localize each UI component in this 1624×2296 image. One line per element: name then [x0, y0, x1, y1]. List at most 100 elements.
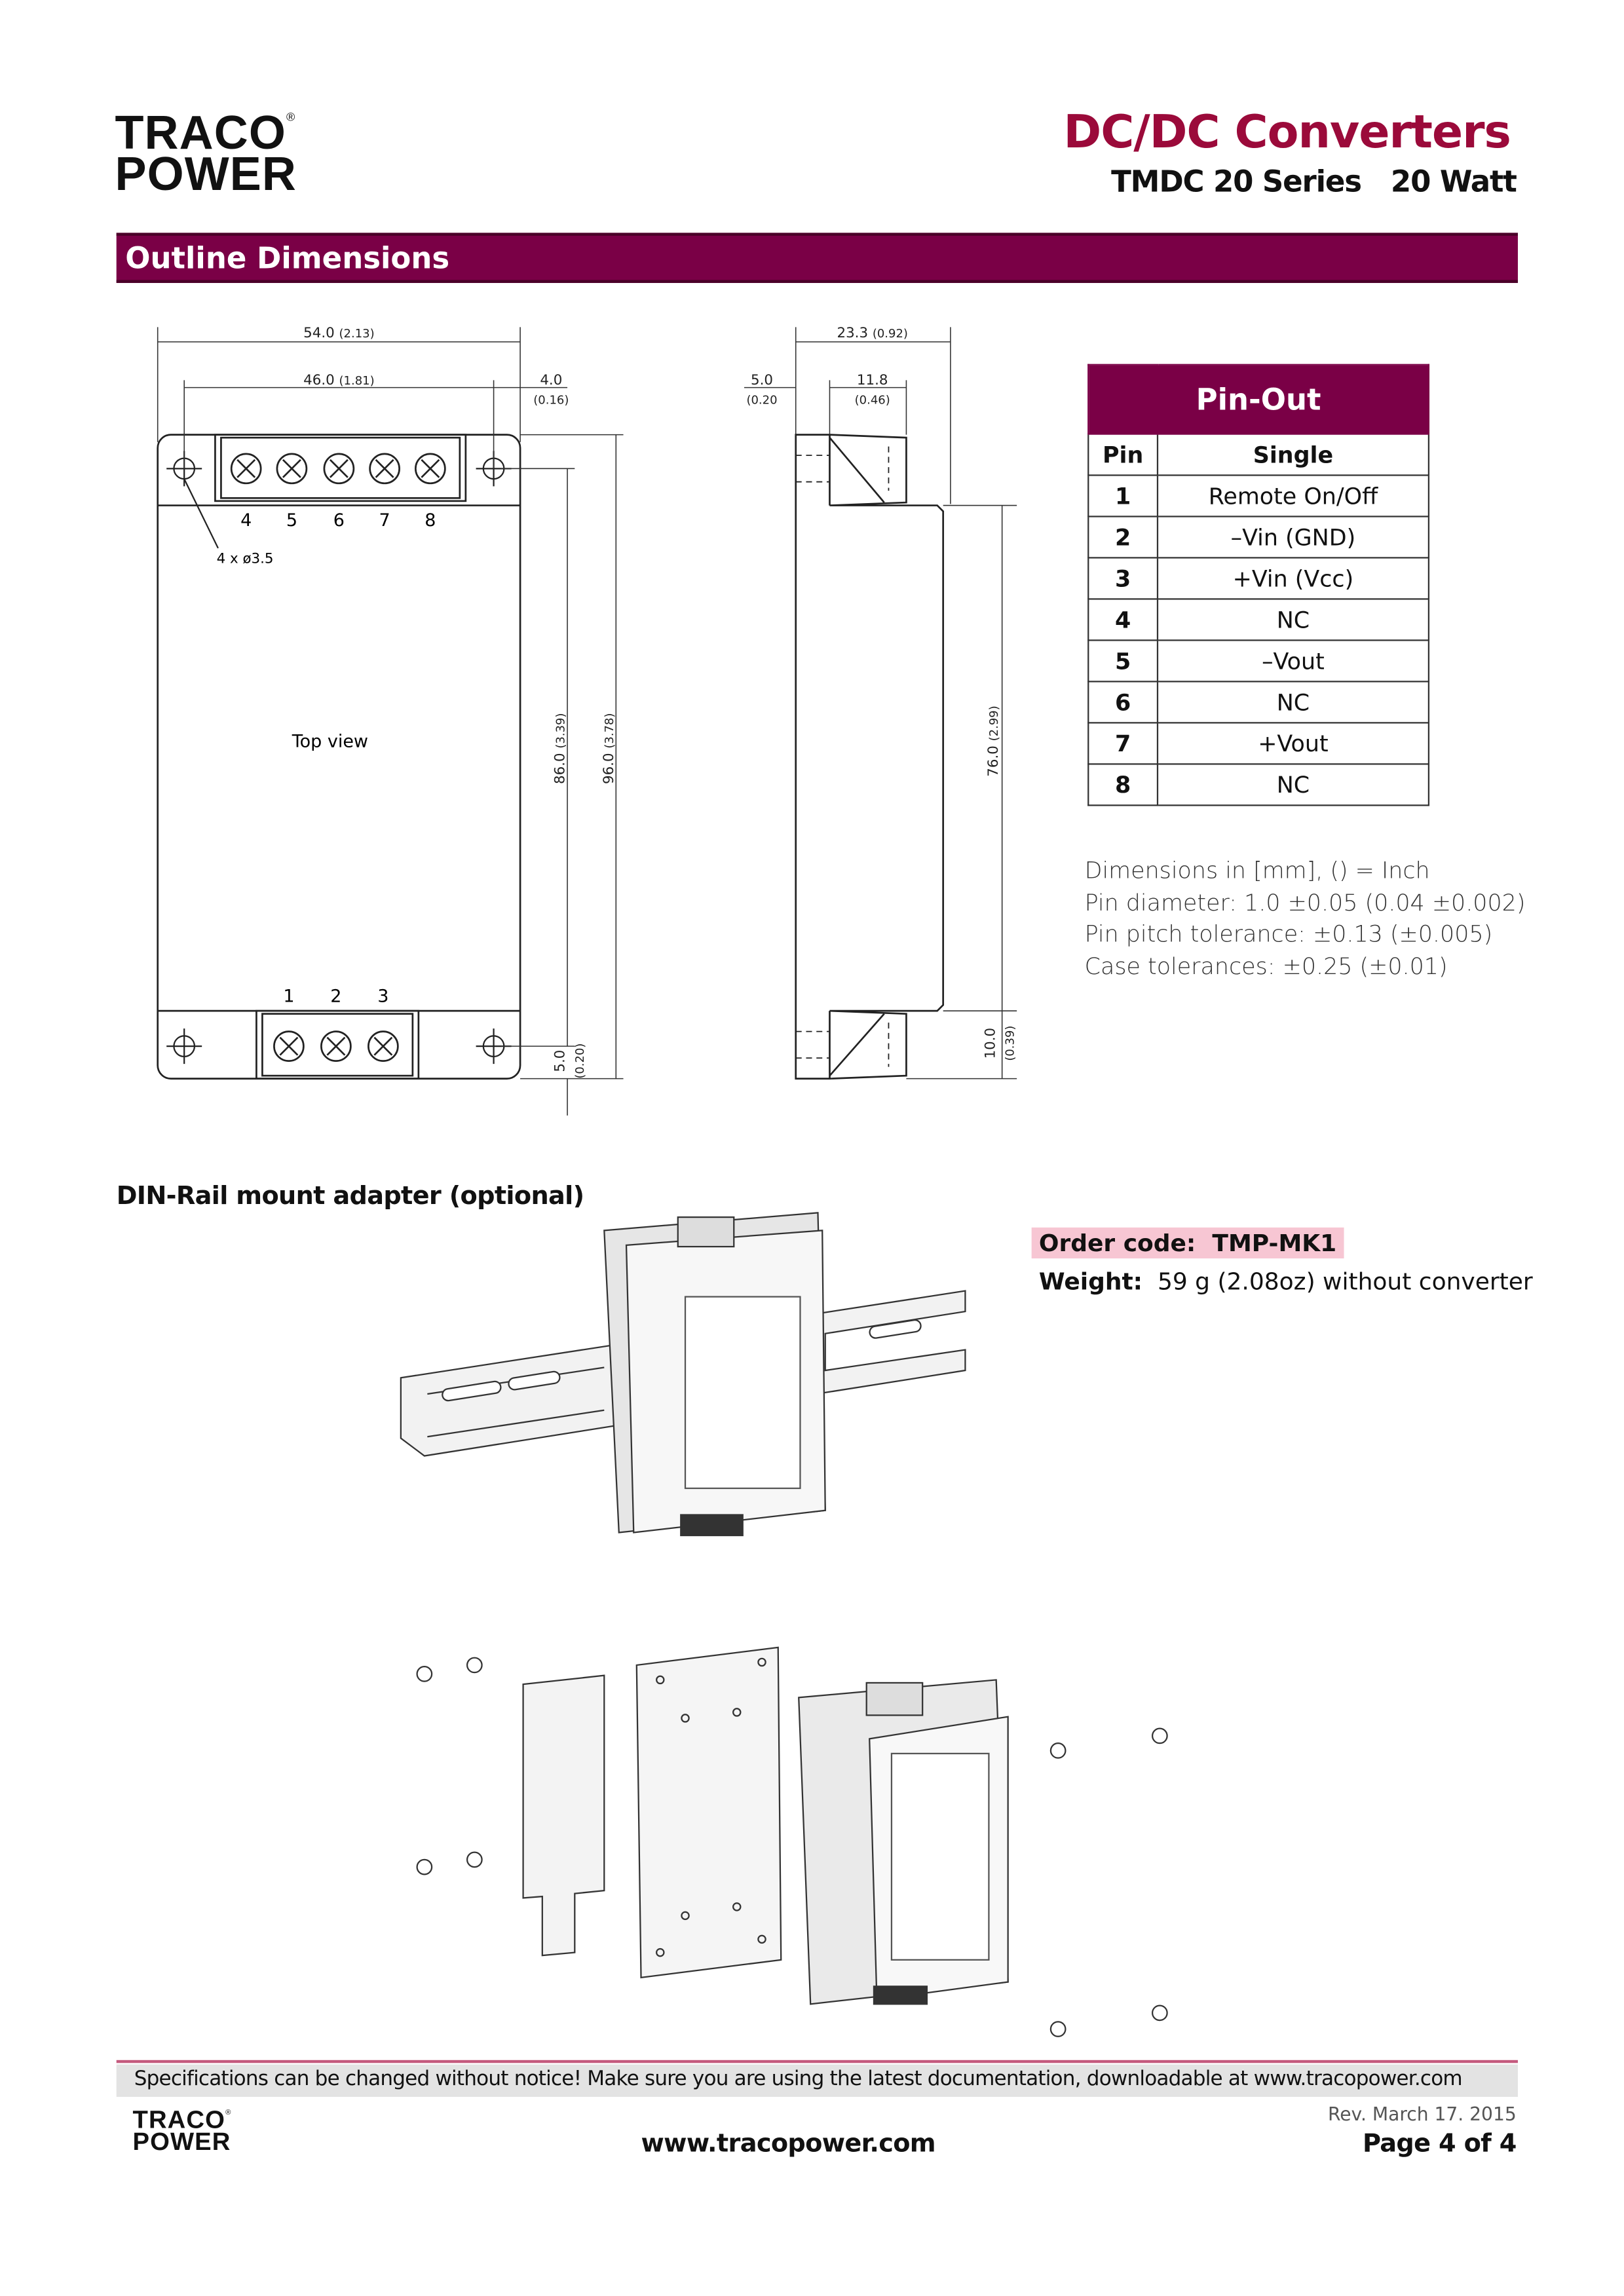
traco-power-logo: TRACO® POWER [115, 109, 297, 198]
pinout-title: Pin-Out [1087, 364, 1430, 435]
pin-function: +Vout [1156, 722, 1430, 765]
weight-label: Weight: [1038, 1267, 1143, 1296]
col-header-pin: Pin [1087, 433, 1159, 476]
pin-number: 3 [1087, 557, 1159, 600]
svg-text:54.0 (2.13): 54.0 (2.13) [303, 325, 374, 341]
case-top-view [157, 434, 521, 1080]
table-row: 5–Vout [1087, 639, 1430, 683]
footer-disclaimer: Specifications can be changed without no… [134, 2067, 1463, 2092]
svg-text:46.0 (1.81): 46.0 (1.81) [303, 372, 374, 388]
exploded-view [416, 1646, 1168, 2037]
pin-number: 7 [1087, 722, 1159, 765]
svg-text:(0.39): (0.39) [1004, 1026, 1017, 1061]
note-line: Pin diameter: 1.0 ±0.05 (0.04 ±0.002) [1084, 889, 1526, 916]
screw-icon [416, 1657, 483, 1875]
pin-number: 5 [1087, 639, 1159, 683]
page-number: Page 4 of 4 [1362, 2129, 1517, 2159]
footer-divider [116, 2060, 1518, 2063]
screw-icon [368, 1030, 399, 1062]
terminal-block-bottom [255, 1009, 420, 1080]
pin-number: 4 [1087, 598, 1159, 641]
terminal-block-top [214, 434, 467, 502]
screw-icon [320, 1030, 352, 1062]
svg-text:76.0 (2.99): 76.0 (2.99) [985, 706, 1002, 776]
revision-date: Rev. March 17. 2015 [1327, 2103, 1517, 2125]
weight-value: 59 g (2.08oz) without converter [1157, 1267, 1533, 1296]
dimension-notes: Dimensions in [mm], () = Inch Pin diamet… [1085, 856, 1526, 983]
din-rail-heading: DIN-Rail mount adapter (optional) [116, 1182, 584, 1212]
svg-text:4: 4 [240, 510, 252, 531]
page-title: DC/DC Converters [1063, 105, 1511, 159]
note-line: Dimensions in [mm], () = Inch [1084, 857, 1430, 884]
logo-line2: POWER [132, 2128, 231, 2156]
svg-text:5.0: 5.0 [552, 1050, 569, 1072]
screw-terminals [230, 453, 446, 1062]
svg-text:4.0: 4.0 [540, 372, 562, 388]
screw-icon [1049, 1727, 1168, 2037]
svg-text:(0.20: (0.20 [746, 393, 777, 407]
svg-text:3: 3 [377, 987, 388, 1007]
screw-icon [369, 453, 400, 485]
weight: Weight: 59 g (2.08oz) without converter [1039, 1268, 1533, 1296]
section-header: Outline Dimensions [116, 233, 1518, 283]
svg-text:(0.20): (0.20) [573, 1044, 587, 1079]
screw-icon [273, 1030, 305, 1062]
svg-text:10.0: 10.0 [982, 1028, 998, 1059]
pin-function: NC [1156, 763, 1430, 806]
order-code-label: Order code: [1038, 1229, 1196, 1257]
svg-text:6: 6 [333, 510, 345, 531]
pin-function: NC [1156, 681, 1430, 724]
rail-clip [522, 1674, 605, 1957]
top-view-label: Top view [292, 731, 368, 751]
order-code: Order code: TMP-MK1 [1031, 1227, 1344, 1259]
adapter-plate [635, 1646, 782, 1979]
col-header-single: Single [1156, 433, 1430, 476]
footer-disclaimer-bar: Specifications can be changed without no… [116, 2064, 1518, 2098]
logo-line1: TRACO [115, 105, 287, 159]
pin-number: 8 [1087, 763, 1159, 806]
screw-icon [415, 453, 446, 485]
svg-text:5.0: 5.0 [751, 372, 773, 388]
pin-number: 2 [1087, 516, 1159, 559]
case-side-view [795, 434, 945, 1080]
table-row: 3+Vin (Vcc) [1087, 557, 1430, 600]
section-title: Outline Dimensions [125, 240, 450, 276]
pin-function: Remote On/Off [1156, 474, 1430, 518]
svg-text:(0.46): (0.46) [855, 393, 890, 407]
svg-text:96.0 (3.78): 96.0 (3.78) [601, 713, 617, 784]
note-line: Pin pitch tolerance: ±0.13 (±0.005) [1084, 920, 1493, 948]
screw-icon [276, 453, 308, 485]
pin-function: –Vin (GND) [1156, 516, 1430, 559]
screw-icon [323, 453, 355, 485]
svg-text:1: 1 [283, 987, 294, 1007]
svg-text:86.0 (3.39): 86.0 (3.39) [552, 713, 569, 784]
order-code-value: TMP-MK1 [1212, 1229, 1337, 1257]
mounting-holes [166, 451, 512, 1064]
table-row: 2–Vin (GND) [1087, 516, 1430, 559]
series-name: TMDC 20 Series [1111, 163, 1362, 199]
pin-number: 1 [1087, 474, 1159, 518]
footer-url[interactable]: www.tracopower.com [641, 2129, 936, 2159]
logo-reg: ® [286, 110, 296, 124]
table-row: 7+Vout [1087, 722, 1430, 765]
pin-number: 6 [1087, 681, 1159, 724]
svg-text:5: 5 [286, 510, 297, 531]
svg-text:(0.16): (0.16) [533, 393, 569, 407]
power-rating: 20 Watt [1390, 163, 1517, 199]
outline-drawing: 54.0 (2.13) 46.0 (1.81) 4.0 (0.16) 23.3 … [157, 325, 1017, 1116]
pin-numbers: 4 5 6 7 8 1 2 3 [240, 510, 436, 1007]
svg-text:11.8: 11.8 [857, 372, 888, 388]
footer-logo: TRACO® POWER [132, 2107, 231, 2156]
note-line: Case tolerances: ±0.25 (±0.01) [1084, 952, 1448, 979]
pin-function: –Vout [1156, 639, 1430, 683]
svg-text:7: 7 [379, 510, 390, 531]
din-rail-assembly-image [400, 1212, 1168, 2037]
svg-text:8: 8 [425, 510, 436, 531]
svg-text:23.3 (0.92): 23.3 (0.92) [837, 325, 907, 341]
